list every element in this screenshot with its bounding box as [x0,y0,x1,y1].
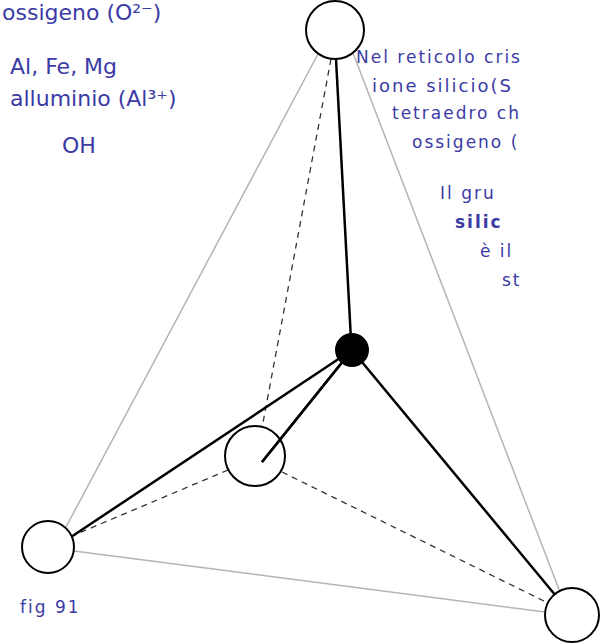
label-text: ossigeno (O²⁻) [2,0,161,25]
figure-caption: fig 91 [20,598,81,618]
label-text: Al, Fe, Mg [10,54,117,79]
label-text: alluminio (Al³⁺) [10,86,176,111]
label-text: silic [455,213,503,233]
bond-back [262,350,352,462]
label-text: ossigeno ( [412,133,519,153]
hidden-edges [72,59,548,603]
label-text: ione silicio(S [372,76,513,97]
label-text: è il [480,242,513,262]
label-text: st [502,271,522,291]
label-text: Nel reticolo cris [356,48,522,68]
label-text: tetraedro ch [392,104,521,124]
silicon-atom [335,333,369,367]
label-text: OH [62,133,96,158]
bonds [71,59,556,596]
tetrahedron-edges [66,53,560,612]
oxygen-atom-back [225,426,285,486]
label-text: Il gru [440,184,496,204]
